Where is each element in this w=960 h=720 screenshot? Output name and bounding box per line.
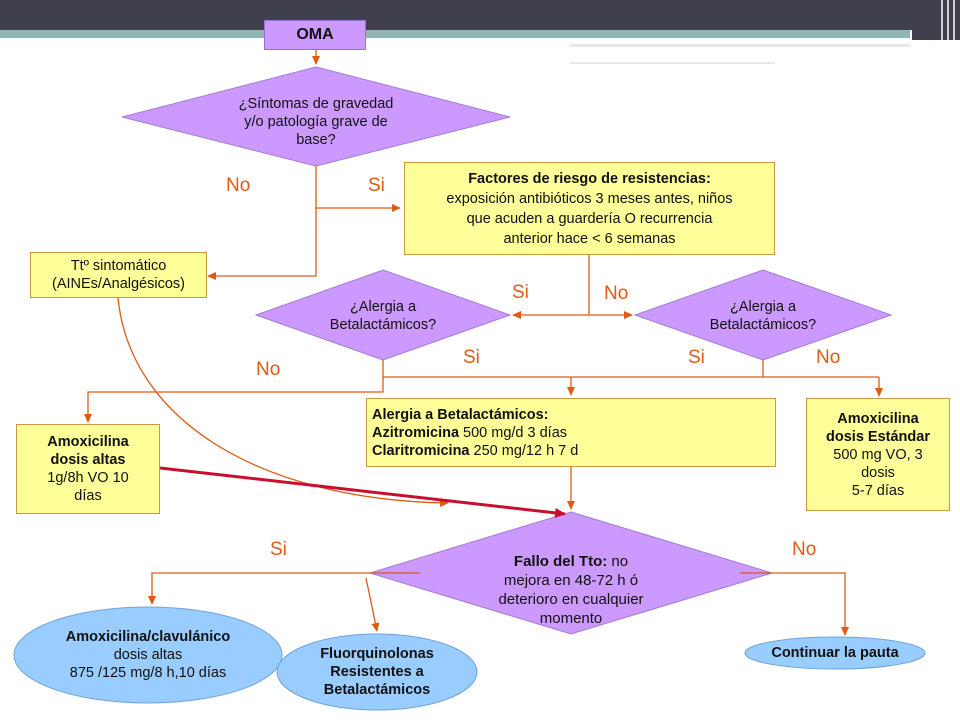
- node-sintomatico-line: (AINEs/Analgésicos): [52, 276, 185, 292]
- decision-fallo-line: mejora en 48-72 h ó: [503, 572, 639, 589]
- slide-top-bar: [0, 0, 960, 30]
- decision-fallo-shape: [368, 511, 774, 635]
- node-amox-dosis-estandar: Amoxicilina dosis Estándar 500 mg VO, 3 …: [806, 398, 950, 511]
- ellipse-continuar-shape: [744, 636, 926, 670]
- node-factores-riesgo: Factores de riesgo de resistencias: expo…: [404, 162, 775, 255]
- decision-fallo-tto: Fallo del Tto: no mejora en 48-72 h ó de…: [460, 545, 682, 635]
- decision-fallo-line: deterioro en cualquier: [498, 591, 644, 608]
- node-oma-label: OMA: [296, 26, 334, 43]
- decision-gravedad-line: ¿Síntomas de gravedad: [238, 96, 394, 112]
- node-tto-sintomatico: Ttº sintomático (AINEs/Analgésicos): [30, 252, 207, 298]
- node-amox-altas-line: 1g/8h VO 10: [47, 470, 129, 486]
- node-amox-estandar-title: Amoxicilina: [837, 410, 919, 427]
- node-factores-line: que acuden a guardería O recurrencia: [466, 210, 713, 227]
- ellipse-amox-clav-shape: [13, 606, 283, 704]
- decision-alergia-left: ¿Alergia a Betalactámicos?: [293, 296, 473, 336]
- node-factores-line: exposición antibióticos 3 meses antes, n…: [446, 190, 733, 207]
- node-amox-estandar-line: 500 mg VO, 3: [833, 446, 923, 463]
- slide-accent-stripe: [0, 30, 910, 38]
- decision-alergia-right-line: Betalactámicos?: [709, 317, 817, 333]
- label-no-gravedad: No: [226, 175, 251, 196]
- decision-gravedad-line: base?: [296, 132, 336, 148]
- node-continuar-pauta: Continuar la pauta: [752, 642, 918, 664]
- decision-fallo-rest: no: [607, 553, 629, 570]
- node-amox-estandar-line: 5-7 días: [851, 482, 905, 499]
- label-no-alergia-right: No: [816, 347, 841, 368]
- node-factores-line: anterior hace < 6 semanas: [503, 230, 676, 247]
- connector-amox-fallo: [159, 466, 566, 518]
- node-amox-clav-line: dosis altas: [113, 647, 183, 663]
- node-alergia-betalactamicos: Alergia a Betalactámicos: Azitromicina 5…: [366, 398, 776, 467]
- decision-fallo-bold: Fallo del Tto:: [513, 553, 608, 570]
- node-factores-title: Factores de riesgo de resistencias:: [468, 170, 711, 187]
- connector-fallo-continuar: [740, 572, 849, 636]
- slide-corner-lines: [912, 0, 960, 40]
- node-amox-altas-line: días: [74, 488, 102, 504]
- node-amox-altas-title: Amoxicilina: [47, 434, 129, 450]
- label-si-alergia-left: Si: [463, 347, 480, 368]
- drug-claritromicina: Claritromicina: [372, 442, 470, 459]
- ellipse-fluoro-shape: [276, 633, 478, 711]
- connector-fallo-amox-clav: [148, 572, 420, 605]
- decision-gravedad: ¿Síntomas de gravedad y/o patología grav…: [192, 88, 440, 156]
- decision-gravedad-line: y/o patología grave de: [244, 114, 388, 130]
- label-no-factores: No: [604, 283, 629, 304]
- label-no-alergia-left: No: [256, 359, 281, 380]
- node-fluoro-line: Resistentes a: [330, 664, 424, 680]
- label-si-fallo: Si: [270, 539, 287, 560]
- label-si-factores: Si: [512, 282, 529, 303]
- node-alergia-azitromicina: Azitromicina 500 mg/d 3 días: [372, 424, 567, 442]
- slide-accent-line-2: [570, 62, 775, 64]
- connector-alergia-left-amox: [84, 360, 384, 423]
- decision-alergia-right-line: ¿Alergia a: [729, 299, 797, 315]
- node-continuar-label: Continuar la pauta: [771, 645, 899, 661]
- dose-azitromicina: 500 mg/d 3 días: [459, 424, 568, 441]
- decision-fallo-line: Fallo del Tto: no: [514, 552, 628, 571]
- label-si-gravedad: Si: [368, 175, 385, 196]
- node-amox-clav-line: 875 /125 mg/8 h,10 días: [69, 665, 227, 681]
- node-fluoro-line: Fluorquinolonas: [320, 646, 434, 662]
- connector-gravedad-factores: [315, 166, 401, 212]
- node-alergia-claritromicina: Claritromicina 250 mg/12 h 7 d: [372, 442, 578, 460]
- node-amox-estandar-line: dosis: [861, 464, 895, 481]
- node-amox-clavulanico: Amoxicilina/clavulánico dosis altas 875 …: [24, 622, 272, 688]
- dose-claritromicina: 250 mg/12 h 7 d: [469, 442, 579, 459]
- node-amox-estandar-title2: dosis Estándar: [826, 428, 930, 445]
- decision-alergia-left-line: ¿Alergia a: [349, 299, 417, 315]
- connector-gravedad-sintomatico: [207, 208, 317, 280]
- node-alergia-title: Alergia a Betalactámicos:: [372, 406, 549, 423]
- label-si-alergia-right: Si: [688, 347, 705, 368]
- node-amox-dosis-altas: Amoxicilina dosis altas 1g/8h VO 10 días: [16, 424, 160, 514]
- decision-fallo-line: momento: [539, 610, 603, 627]
- node-sintomatico-line: Ttº sintomático: [70, 258, 167, 274]
- connector-fallo-fluoro: [365, 577, 380, 632]
- slide-accent-line: [570, 44, 910, 47]
- node-oma: OMA: [264, 20, 366, 50]
- node-amox-altas-title2: dosis altas: [50, 452, 126, 468]
- decision-alergia-right: ¿Alergia a Betalactámicos?: [673, 296, 853, 336]
- connector-sintomatico-curve: [117, 297, 449, 507]
- node-amox-clav-title: Amoxicilina/clavulánico: [65, 629, 231, 645]
- label-no-fallo: No: [792, 539, 817, 560]
- slide-right-decoration: [912, 0, 960, 720]
- drug-azitromicina: Azitromicina: [372, 424, 460, 441]
- decision-alergia-left-line: Betalactámicos?: [329, 317, 437, 333]
- node-fluorquinolonas: Fluorquinolonas Resistentes a Betalactám…: [287, 641, 467, 703]
- node-fluoro-line: Betalactámicos: [323, 682, 431, 698]
